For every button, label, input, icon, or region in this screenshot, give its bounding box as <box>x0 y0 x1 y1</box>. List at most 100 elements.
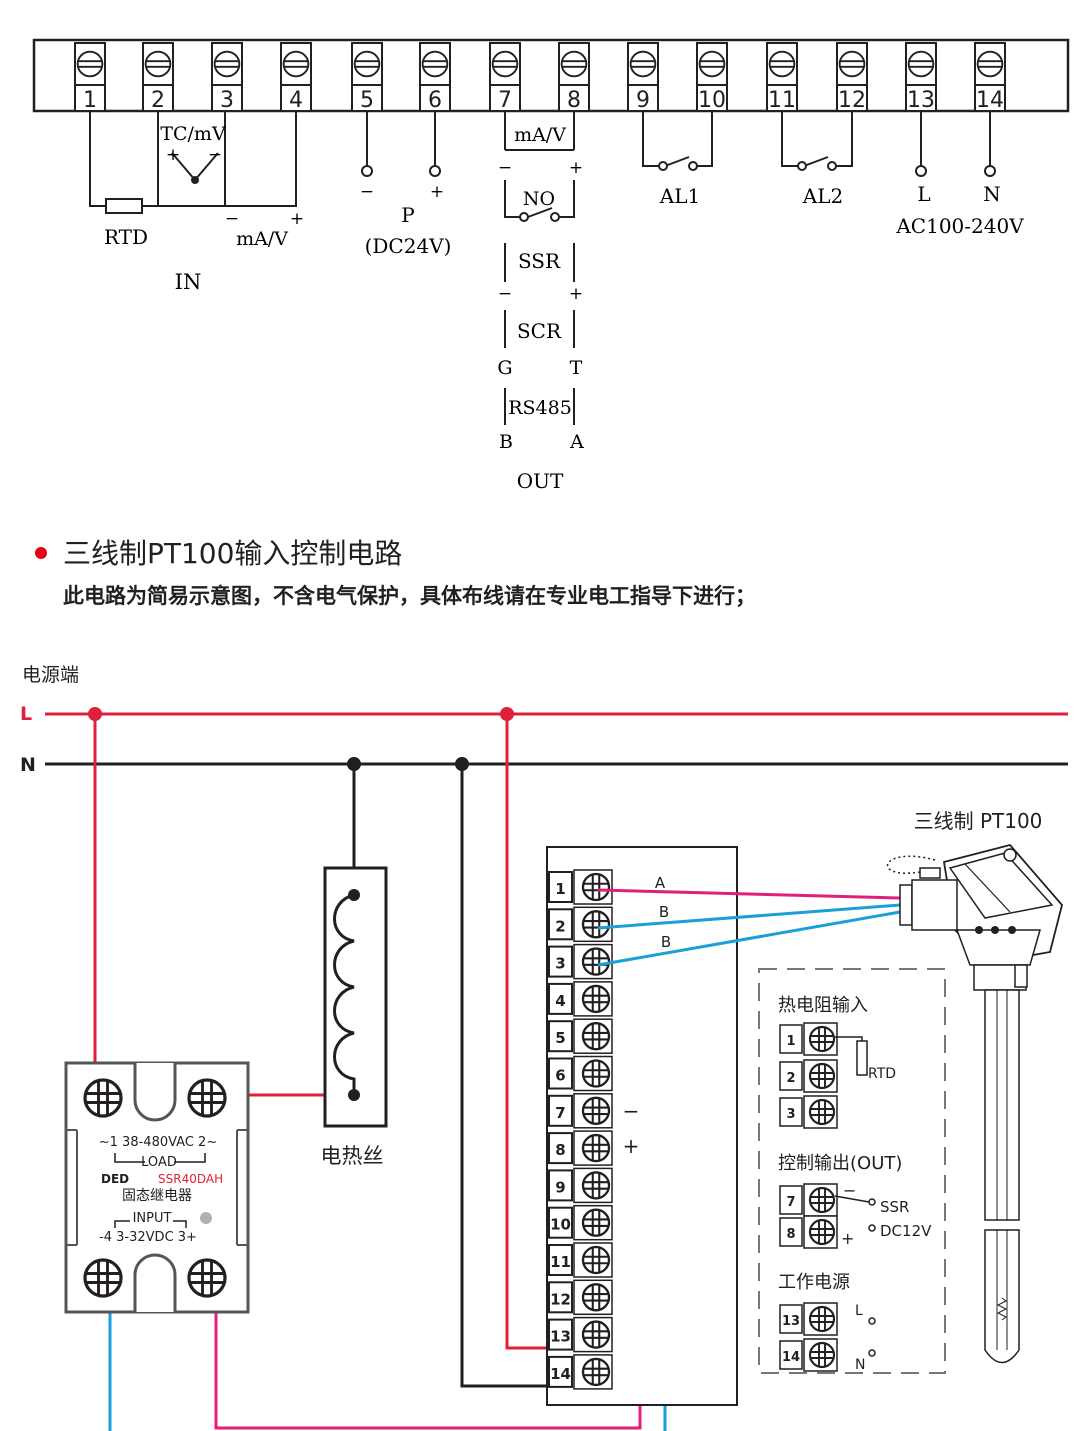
out-mav-minus: − <box>498 158 512 178</box>
ssr-ac-line: ~1 38-480VAC 2~ <box>99 1135 217 1150</box>
legend-terminal-7: 7 <box>779 1183 838 1217</box>
legend-rtd-input: 热电阻输入 <box>778 995 868 1016</box>
p-output <box>361 111 441 177</box>
ssr-minus: − <box>498 284 512 304</box>
legend-minus: − <box>843 1181 856 1200</box>
live-nodes <box>88 707 514 721</box>
terminal-10: 10 <box>696 42 728 113</box>
ctrl-terminal-number: 4 <box>555 992 565 1010</box>
terminal-6: 6 <box>419 42 451 113</box>
legend-rtd: RTD <box>868 1066 896 1082</box>
neutral-label: N <box>20 754 36 776</box>
legend-dc12v: DC12V <box>880 1222 932 1240</box>
terminal-13: 13 <box>905 42 937 113</box>
ssr-load: LOAD <box>141 1155 177 1170</box>
neutral-to-t14 <box>460 764 583 1388</box>
input-section <box>89 111 297 214</box>
ctrl-terminal-10: 10 <box>548 1204 613 1241</box>
ctrl-terminal-number: 6 <box>555 1067 565 1085</box>
scr-g: G <box>497 357 512 379</box>
legend-terminal-number: 13 <box>782 1314 800 1329</box>
wire-b2-label: B <box>661 933 671 951</box>
legend-terminal-number: 1 <box>786 1034 795 1049</box>
terminal-number: 3 <box>220 88 234 113</box>
terminal-number: 9 <box>636 88 650 113</box>
mav-minus: − <box>225 209 239 229</box>
legend-plus: + <box>841 1229 854 1248</box>
terminal-9: 9 <box>627 42 659 113</box>
terminal-8: 8 <box>558 42 590 113</box>
ctrl-terminal-1: 1 <box>548 869 613 905</box>
ctrl-terminal-2: 2 <box>548 906 613 943</box>
no-contact-left <box>519 212 529 222</box>
terminal-number: 7 <box>498 88 512 113</box>
terminal-number: 4 <box>289 88 303 113</box>
terminal-1: 1 <box>74 42 106 113</box>
scr-label: SCR <box>517 319 562 343</box>
ctrl-terminal-number: 7 <box>555 1104 565 1122</box>
terminal-3: 3 <box>211 42 243 113</box>
ctrl-terminal-7: 7 <box>548 1093 613 1129</box>
in-label: IN <box>175 270 202 294</box>
legend-terminal-number: 7 <box>786 1195 795 1210</box>
power-source-label: 电源端 <box>22 664 79 686</box>
ctrl-terminal-5: 5 <box>548 1018 613 1054</box>
al2-label: AL2 <box>802 184 843 208</box>
mav-label: mA/V <box>236 228 288 250</box>
wire-b1-label: B <box>659 903 669 921</box>
neutral-nodes <box>347 757 469 771</box>
bullet-icon <box>35 547 47 559</box>
terminal-number: 2 <box>151 88 165 113</box>
ssr-name: 固态继电器 <box>122 1188 192 1204</box>
terminal-2: 2 <box>142 42 174 113</box>
ctrl-terminal-6: 6 <box>548 1055 613 1092</box>
legend-ctrl-output: 控制输出(OUT) <box>778 1153 902 1174</box>
terminal-number: 8 <box>567 88 581 113</box>
live-label: L <box>20 703 32 725</box>
section-subtitle: 此电路为简易示意图，不含电气保护，具体布线请在专业电工指导下进行； <box>63 584 756 608</box>
terminal-number: 5 <box>360 88 374 113</box>
terminal-11: 11 <box>766 42 798 113</box>
section-title: 三线制PT100输入控制电路 <box>63 537 402 570</box>
ctrl-terminal-number: 12 <box>550 1290 571 1308</box>
solid-state-relay <box>64 1061 250 1314</box>
ctrl-terminal-11: 11 <box>548 1242 613 1278</box>
legend-ssr: SSR <box>880 1198 909 1216</box>
al1-label: AL1 <box>659 184 700 208</box>
ssr-model: SSR40DAH <box>158 1172 223 1186</box>
ctrl-terminal-number: 13 <box>550 1328 571 1346</box>
tc-junction <box>191 176 199 184</box>
ctrl-terminal-number: 2 <box>555 917 565 935</box>
legend-terminal-number: 3 <box>786 1107 795 1122</box>
t7-minus: − <box>623 1099 640 1123</box>
pt100-label: 三线制 PT100 <box>914 809 1043 833</box>
wire-a-label: A <box>655 874 666 892</box>
alarm-contacts <box>658 161 996 177</box>
rs485-a: A <box>569 431 584 453</box>
ssr-plus: + <box>569 284 583 304</box>
legend-terminal-3: 3 <box>779 1095 838 1129</box>
terminal-number: 1 <box>83 88 97 113</box>
ctrl-terminal-number: 10 <box>550 1216 571 1234</box>
out-label: OUT <box>517 469 564 493</box>
terminal-number: 14 <box>976 88 1004 113</box>
terminal-number: 6 <box>428 88 442 113</box>
pt100-sensor <box>886 843 1063 1364</box>
tc-minus: − <box>208 145 222 165</box>
p-label: P <box>401 203 414 227</box>
legend-terminal-13: 13 <box>779 1302 838 1336</box>
ctrl-terminal-number: 3 <box>555 955 565 973</box>
terminal-5: 5 <box>351 42 383 113</box>
ssr-ded: DED <box>101 1172 129 1186</box>
ctrl-terminal-8: 8 <box>548 1130 613 1166</box>
p-minus: − <box>360 182 374 202</box>
out-section <box>504 111 575 425</box>
ssr-label: SSR <box>518 249 561 273</box>
ctrl-terminal-9: 9 <box>548 1167 613 1204</box>
ctrl-terminal-number: 9 <box>555 1178 565 1196</box>
out-mav-plus: + <box>569 158 583 178</box>
out-mav-label: mA/V <box>514 124 566 146</box>
